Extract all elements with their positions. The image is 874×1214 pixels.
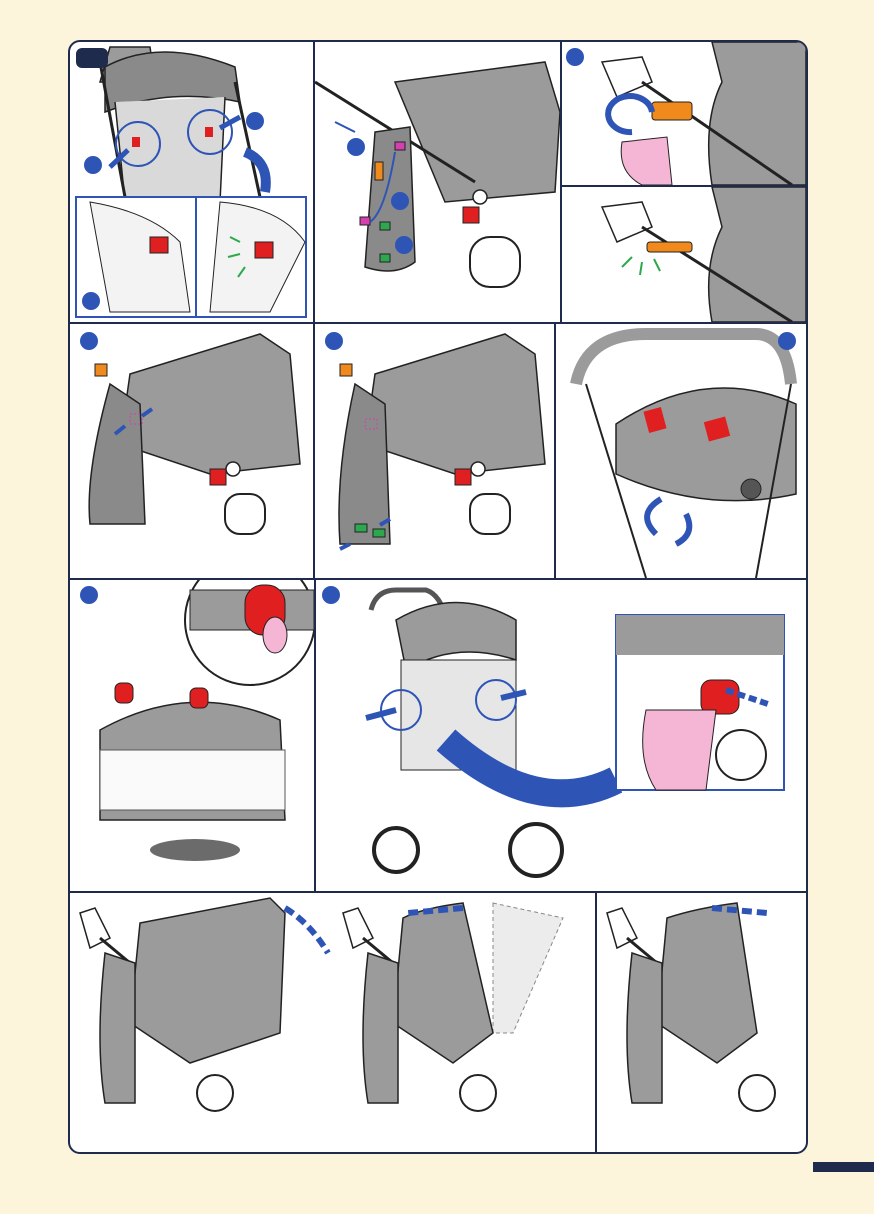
- step-marker-dot: [76, 48, 108, 68]
- page-number-tab: [813, 1162, 874, 1172]
- step-marker-dot: [391, 192, 409, 210]
- panel-canopy-retract: [597, 893, 806, 1152]
- panel-remove-canopy-clips: [70, 42, 313, 322]
- step-marker-dot: [322, 586, 340, 604]
- panel-canopy-red-straps: [556, 324, 806, 578]
- panel-canopy-velcro-bottom: [315, 324, 554, 578]
- instruction-frame: [68, 40, 808, 1154]
- panel-release-velcro-straps: [315, 42, 560, 322]
- step-marker-dot: [566, 48, 584, 66]
- panel-open-orange-clip: [562, 42, 806, 185]
- step-marker-dot: [84, 156, 102, 174]
- step-marker-dot: [82, 292, 100, 310]
- panel-canopy-fold-forward: [70, 893, 333, 1152]
- step-marker-dot: [395, 236, 413, 254]
- panel-fold-canopy-side: [70, 324, 313, 578]
- panel-orange-clip-closed: [562, 187, 806, 322]
- panel-wrap-red-bands: [70, 580, 314, 891]
- step-marker-dot: [80, 586, 98, 604]
- step-marker-dot: [347, 138, 365, 156]
- step-marker-dot: [778, 332, 796, 350]
- panel-canopy-extend-back: [333, 893, 595, 1152]
- step-marker-dot: [246, 112, 264, 130]
- step-marker-dot: [80, 332, 98, 350]
- panel-pull-red-clip-stroller: [316, 580, 806, 891]
- step-marker-dot: [325, 332, 343, 350]
